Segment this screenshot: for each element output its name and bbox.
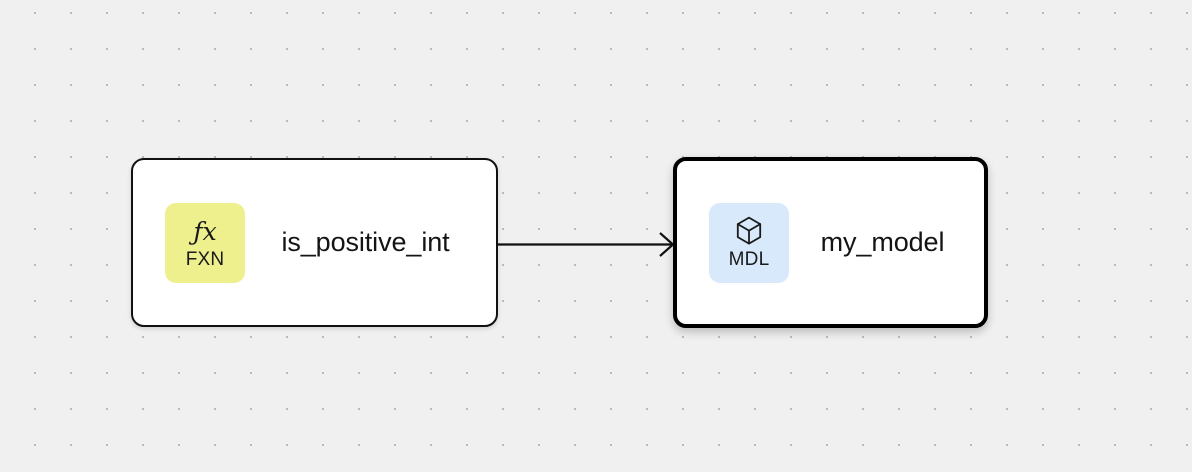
- node-title: is_positive_int: [281, 227, 450, 257]
- fxn-badge: ƒx FXN: [165, 202, 245, 283]
- mdl-badge-label: MDL: [728, 249, 770, 270]
- fx-icon: ƒx: [193, 217, 217, 246]
- fxn-badge-label: FXN: [185, 249, 225, 270]
- node-my-model[interactable]: MDL my_model: [673, 157, 988, 328]
- mdl-badge: MDL: [709, 202, 789, 283]
- edge-fxn-to-mdl[interactable]: [498, 232, 675, 257]
- node-title: my_model: [820, 227, 945, 257]
- node-is-positive-int[interactable]: ƒx FXN is_positive_int: [131, 158, 498, 327]
- cube-icon: [734, 215, 764, 249]
